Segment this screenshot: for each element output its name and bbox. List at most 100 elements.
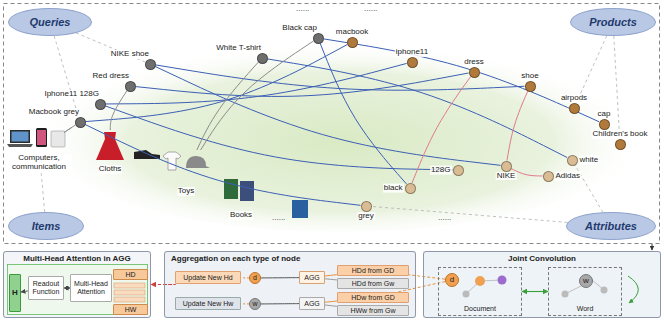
node-label: Books [229,211,253,220]
hidden-state-box: HDd from GD [337,265,409,276]
node-circle: d [249,272,261,284]
hidden-state-box: HDd from Gw [337,278,409,289]
ellipsis-label: ...... [438,214,451,222]
connector [412,76,471,182]
node-label: Queries [30,16,71,28]
node-label: Products [589,16,637,28]
node-label: AGG [303,300,321,308]
query-node: White T-shirt [257,53,268,64]
word-node [601,287,608,294]
document-node [463,291,470,298]
hidden-state-box: HWw from Gw [337,305,409,316]
item-node: Computers, communication [6,126,72,172]
panel-title: Multi-Head Attention in AGG [4,252,150,265]
ellipsis-label: ...... [296,5,309,13]
laptop-base [7,144,33,147]
query-node: Iphone11 128G [95,99,106,110]
node-label: d [252,274,258,282]
document-node [475,276,485,286]
node-label: Update New Hd [182,274,233,282]
phone-screen [37,130,46,145]
node-label: Red dress [92,72,130,81]
convolution-arrow [628,276,638,303]
node-label: airpods [560,94,588,103]
node-label: Update New Hw [182,300,235,308]
hidden-state-box: HD [113,269,148,280]
item-node: Books [218,176,264,220]
tablet-icon [51,131,65,147]
ellipsis-label: ...... [364,5,377,13]
node-label: cap [597,110,612,119]
connector [110,91,127,130]
node-label: Macbook grey [28,108,80,117]
node-circle: w [579,274,593,288]
panel-title: Joint Convolution [424,252,660,265]
document-node [498,276,507,285]
agg-box: AGG [299,271,325,284]
update-box: Update New Hd [175,271,241,284]
connector [261,277,299,278]
node-label: w [251,300,258,308]
node-label: w [582,277,590,286]
connector [267,59,567,158]
connector [507,91,528,161]
node-label: HDd from Gw [351,280,395,288]
hidden-state-box: HDw from GD [337,292,409,303]
node-label: macbook [335,28,369,37]
connector [155,66,501,165]
node-label: Adidas [555,172,581,181]
connector [320,43,406,184]
node-label: Cloths [98,165,123,174]
node-label: black [383,184,404,193]
graph-frame [4,4,660,244]
node-label: AGG [303,274,321,282]
product-node: macbook [347,37,358,48]
stack-layer [114,283,145,288]
node-label: Document [463,305,497,313]
attribute-node: NIKE [501,161,512,172]
connector [64,125,75,132]
product-node: shoe [525,81,536,92]
panel-ground [423,251,661,318]
panel: Aggregation on each type of nodeUpdate N… [164,251,416,318]
product-node: Children's book [615,139,626,150]
book-icon [240,181,254,201]
product-node: cap [599,119,610,130]
attribute-node: Adidas [543,171,554,182]
book-box-icon [292,200,308,218]
group-box: Document d [438,267,522,316]
node-label: Children's book [592,130,649,139]
item-node: Cloths [90,130,130,174]
panel-ground [3,251,151,318]
laptop-screen [12,132,29,142]
node-label: H [11,289,19,298]
node-label: Readout Function [29,280,63,295]
node-label: Iphone11 128G [43,90,100,99]
panel-ground [164,251,416,318]
node-label: Computers, communication [6,154,72,172]
node-label: d [449,276,455,285]
stack-layer [114,297,145,302]
panel-title: Aggregation on each type of node [165,252,415,265]
product-node: airpods [569,103,580,114]
node-label: HD [124,271,136,279]
laptop-icon [10,130,30,143]
item-node: Toys [160,150,212,196]
hidden-state-box: H [9,274,21,312]
category-ellipse: Attributes [566,212,656,240]
node-label: Items [32,220,61,232]
connector [261,303,299,304]
ellipsis-label: ...... [272,214,285,222]
node-label: iphone11 [395,48,429,57]
node-circle: d [445,273,459,287]
query-node: NIKE shoe [145,59,156,70]
node-label: NIKE shoe [110,50,150,59]
category-ellipse: Products [570,8,656,36]
connector [614,36,620,139]
connector [41,172,45,212]
attention-frame [8,265,148,315]
node-label: HDd from GD [351,267,395,275]
agg-box: AGG [299,297,325,310]
